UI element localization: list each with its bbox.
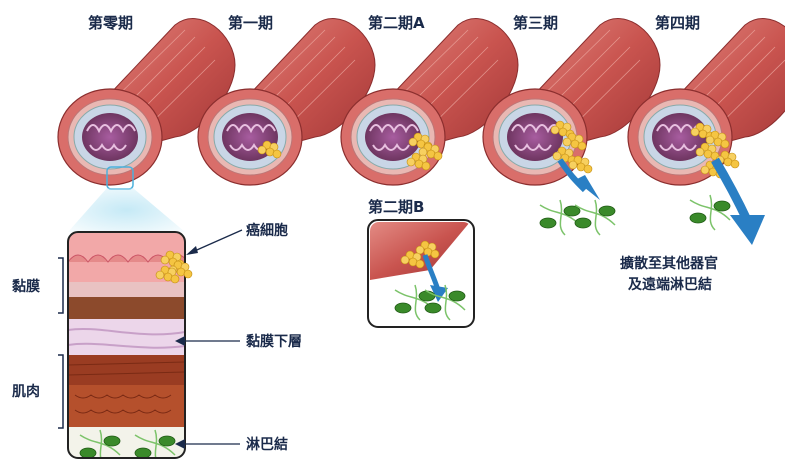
stage-4-title: 第四期: [655, 12, 700, 33]
stage-3-title: 第三期: [513, 12, 558, 33]
stage-2b-title: 第二期B: [368, 196, 424, 217]
muscle-bracket: [58, 355, 63, 428]
stage-2a-title: 第二期A: [368, 12, 425, 33]
stage-2b-inset: [368, 220, 474, 327]
mucosa-label: 黏膜: [12, 276, 40, 296]
spread-caption-line-2: 及遠端淋巴結: [628, 274, 712, 294]
zoom-beam: [68, 188, 185, 232]
stage-0-title: 第零期: [88, 12, 133, 33]
tissue-layers-panel: [68, 232, 192, 463]
lymph-node-label: 淋巴結: [246, 434, 288, 454]
spread-arrowhead-stage-4: [730, 215, 765, 245]
mucosa-bracket: [58, 258, 63, 313]
cancer-cells-label: 癌細胞: [246, 220, 288, 240]
submucosa-label: 黏膜下層: [246, 331, 302, 351]
muscle-label: 肌肉: [12, 381, 40, 401]
spread-caption-line-1: 擴散至其他器官: [620, 253, 718, 273]
stage-1-title: 第一期: [228, 12, 273, 33]
